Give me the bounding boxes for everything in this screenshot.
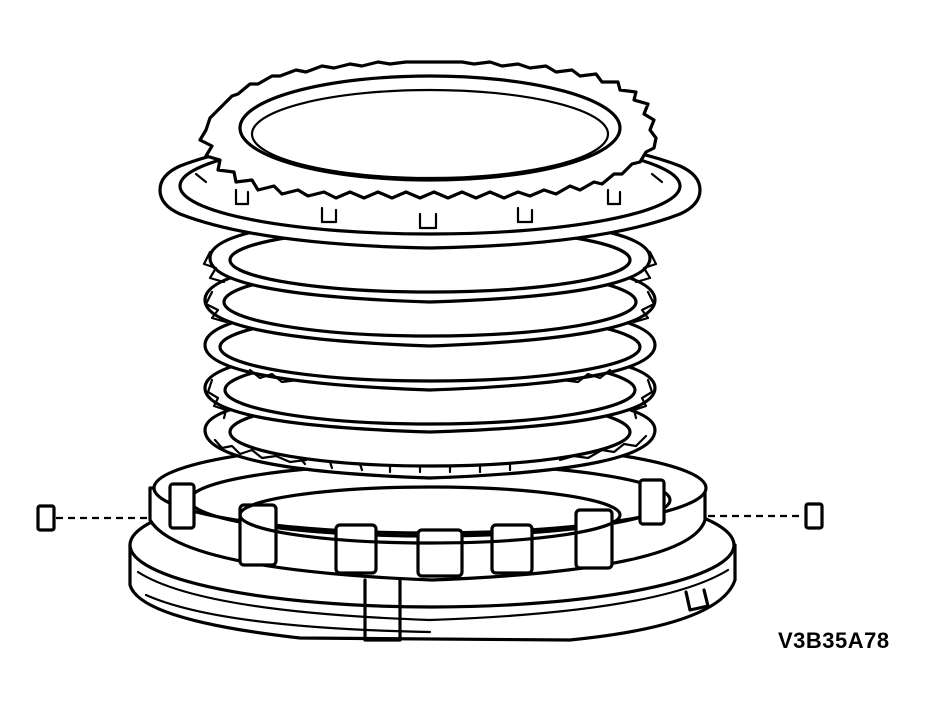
top-toothed-plate bbox=[198, 60, 658, 200]
check-ball-right bbox=[708, 502, 824, 530]
figure-code-label: V3B35A78 bbox=[778, 628, 890, 653]
clutch-plate-stack bbox=[202, 213, 658, 480]
check-ball-left bbox=[36, 504, 152, 532]
